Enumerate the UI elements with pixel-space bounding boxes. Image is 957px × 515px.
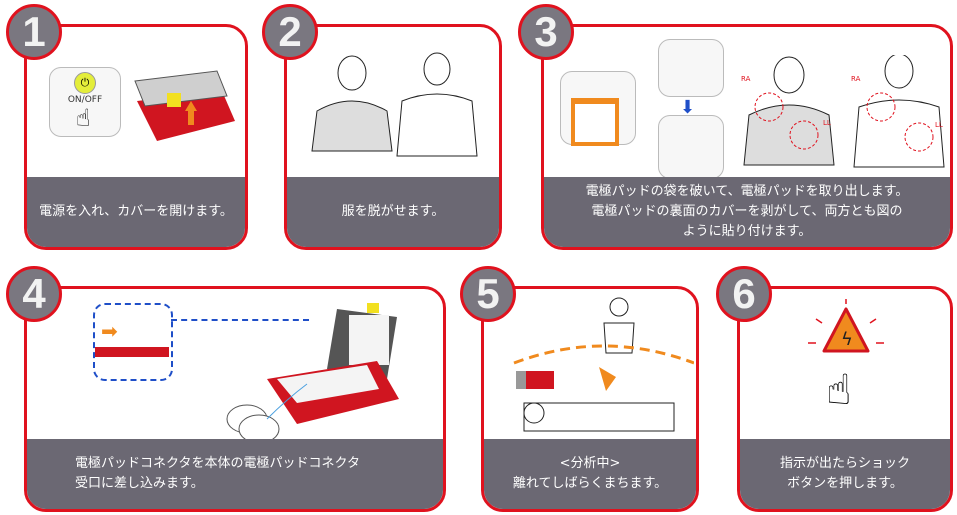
- step-4-caption: 電極パッドコネクタを本体の電極パッドコネクタ 受口に差し込みます。: [27, 439, 443, 509]
- pad-placement-illustration: RA LL RA LL: [741, 55, 945, 168]
- step-5-card: <分析中> 離れてしばらくまちます。: [481, 286, 699, 512]
- svg-text:ϟ: ϟ: [841, 329, 853, 350]
- down-arrow-icon: ⬇: [680, 97, 696, 118]
- step-1-badge: 1: [6, 4, 62, 60]
- aed-device-illustration: [226, 303, 399, 439]
- step-2-caption: 服を脱がせます。: [287, 177, 499, 247]
- pad-label-ra: RA: [741, 75, 751, 83]
- pointing-finger-icon: ☝: [826, 365, 852, 414]
- shock-button-icon: ϟ: [808, 299, 884, 353]
- step-1-caption: 電源を入れ、カバーを開けます。: [27, 177, 245, 247]
- finger-icon: ☝: [76, 104, 91, 132]
- step-6-badge: 6: [716, 266, 772, 322]
- pad-label-ll: LL: [823, 119, 831, 127]
- step-2-card: 服を脱がせます。: [284, 24, 502, 250]
- aed-open-cover-illustration: [134, 70, 235, 141]
- stand-clear-illustration: [513, 297, 694, 432]
- connector-detail-inset: ➡: [93, 303, 173, 381]
- peel-pad-tile-bottom: [658, 115, 724, 179]
- open-pouch-tile: [560, 71, 636, 146]
- pad-label-ll: LL: [935, 121, 943, 129]
- step-3-card: ⬇ RA LL RA LL 電極パッドの袋を破いて、電極パッドを取り出します。 …: [541, 24, 953, 250]
- step-4-badge: 4: [6, 266, 62, 322]
- step-2-badge: 2: [262, 4, 318, 60]
- step-3-badge: 3: [518, 4, 574, 60]
- pad-label-ra: RA: [851, 75, 861, 83]
- step-5-caption: <分析中> 離れてしばらくまちます。: [484, 439, 696, 509]
- power-button-tile: ⏻ ON/OFF ☝: [49, 67, 121, 137]
- step-6-card: ϟ ☝ 指示が出たらショック ボタンを押します。: [737, 286, 953, 512]
- dotted-leader-line: [171, 319, 309, 321]
- step-4-card: ➡ 電極パッドコネクタを本体の電極パッドコネクタ 受口に差し込みます。: [24, 286, 446, 512]
- on-off-label: ON/OFF: [67, 95, 103, 105]
- step-3-caption: 電極パッドの袋を破いて、電極パッドを取り出します。 電極パッドの裏面のカバーを剥…: [544, 177, 950, 247]
- step-5-badge: 5: [460, 266, 516, 322]
- undress-illustration: [311, 52, 478, 157]
- peel-pad-tile-top: [658, 39, 724, 97]
- step-6-caption: 指示が出たらショック ボタンを押します。: [740, 439, 950, 509]
- power-icon: ⏻: [74, 72, 96, 94]
- step-1-card: ⏻ ON/OFF ☝ 電源を入れ、カバーを開けます。: [24, 24, 248, 250]
